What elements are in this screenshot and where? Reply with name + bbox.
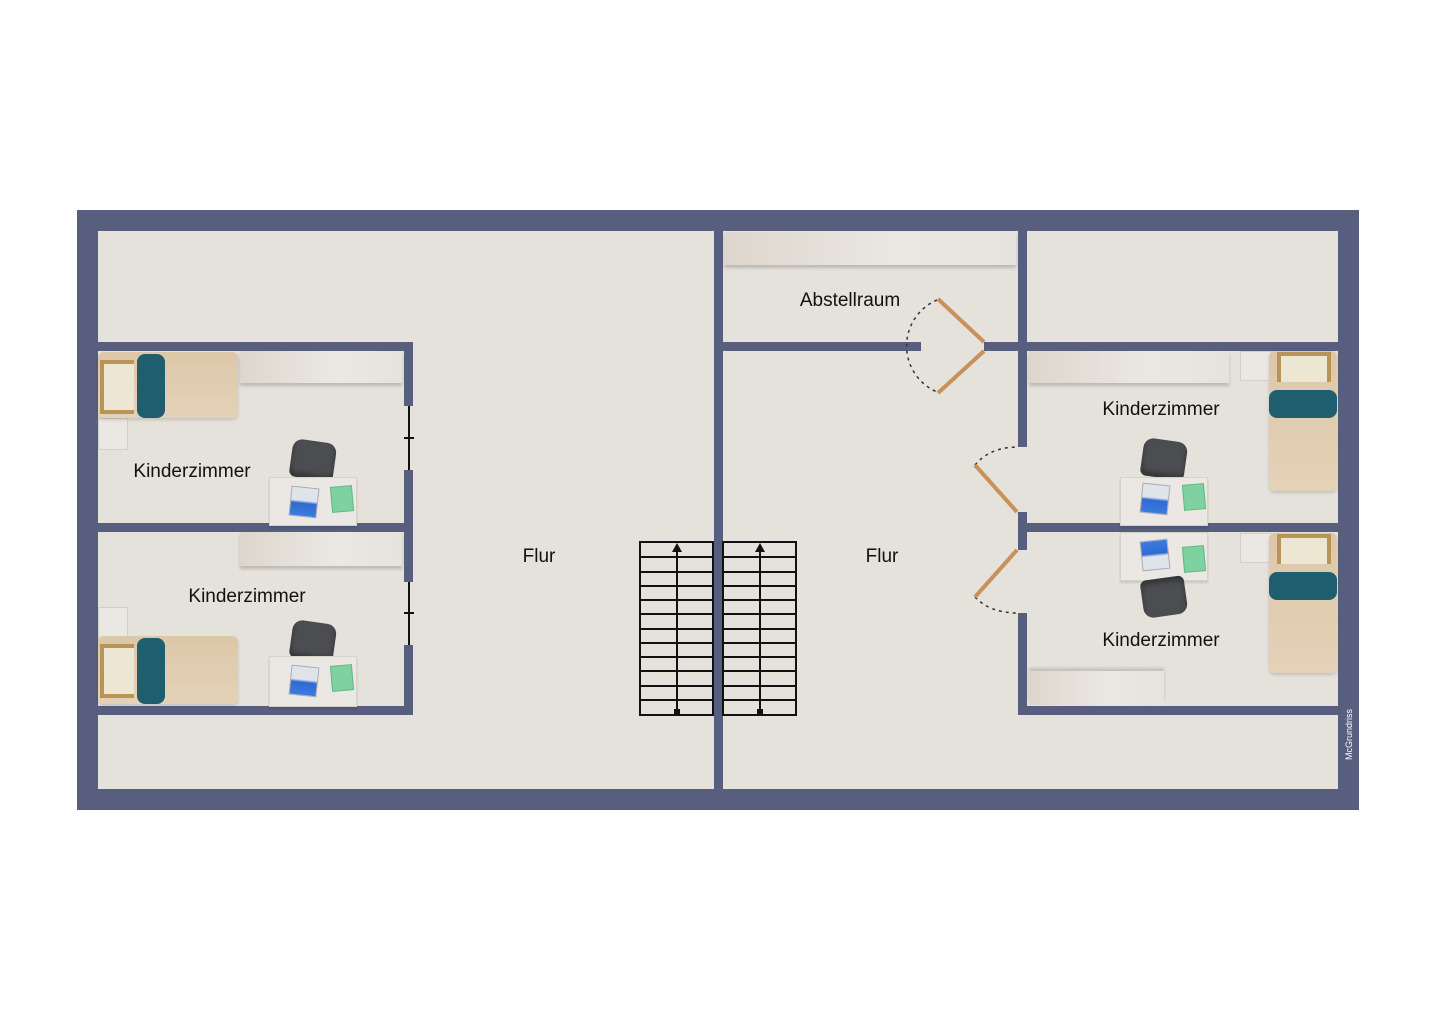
- wall-left-room-top: [98, 342, 413, 351]
- wall-left-room-right-1: [404, 342, 413, 406]
- room-label-kinderzimmer: Kinderzimmer: [1102, 630, 1220, 651]
- wardrobe: [1029, 671, 1164, 705]
- room-label-flur: Flur: [865, 546, 899, 567]
- office-chair: [1139, 437, 1189, 481]
- wall-left-room-mid: [98, 523, 413, 532]
- central-wall: [714, 231, 723, 789]
- nightstand: [1240, 533, 1272, 563]
- room-label-abstellraum: Abstellraum: [799, 290, 901, 311]
- sliding-door-tick: [404, 612, 414, 614]
- wall-abstellraum-bottom-2: [984, 342, 1338, 351]
- bed-pillow: [1269, 390, 1337, 418]
- office-chair: [1139, 575, 1189, 619]
- laptop: [1139, 482, 1171, 516]
- arrow-start-dot: [673, 709, 680, 715]
- bed-headboard: [1277, 534, 1331, 564]
- door-kinderzimmer-right-bottom[interactable]: [973, 548, 1019, 614]
- room-label-kinderzimmer: Kinderzimmer: [133, 461, 251, 482]
- bed-pillow: [137, 638, 165, 704]
- nightstand: [98, 418, 128, 450]
- stair-direction-arrow: [758, 547, 761, 710]
- arrow-start-dot: [756, 709, 763, 715]
- notebook: [1181, 545, 1207, 573]
- stair-direction-arrow: [675, 547, 678, 710]
- wall-left-room-bottom: [98, 706, 413, 715]
- arrow-head-icon: [754, 543, 765, 552]
- wall-right-rooms-left-3: [1018, 613, 1027, 715]
- bed-headboard: [1277, 352, 1331, 382]
- bed-headboard: [100, 644, 134, 698]
- wall-left-room-right-2: [404, 470, 413, 582]
- watermark: McGrundriss: [1344, 708, 1354, 760]
- room-label-flur: Flur: [522, 546, 556, 567]
- laptop: [1139, 538, 1171, 572]
- bed-pillow: [1269, 572, 1337, 600]
- wall-right-rooms-left-1: [1018, 342, 1027, 447]
- wall-left-room-right-3: [404, 645, 413, 715]
- sliding-door-tick: [404, 437, 414, 439]
- notebook: [1181, 483, 1207, 511]
- door-kinderzimmer-right-top[interactable]: [973, 446, 1019, 514]
- arrow-head-icon: [671, 543, 682, 552]
- wardrobe: [240, 351, 402, 383]
- room-label-kinderzimmer: Kinderzimmer: [1102, 399, 1220, 420]
- wardrobe: [240, 532, 402, 566]
- wardrobe: [1029, 351, 1229, 383]
- staircase: [639, 541, 714, 716]
- bed-headboard: [100, 360, 134, 414]
- wall-right-rooms-bottom: [1018, 706, 1338, 715]
- bed-pillow: [137, 354, 165, 418]
- room-label-kinderzimmer: Kinderzimmer: [188, 586, 306, 607]
- wall-right-rooms-mid: [1018, 523, 1338, 532]
- wall-abstellraum-right: [1018, 231, 1027, 351]
- door-abstellraum[interactable]: [905, 297, 986, 395]
- shelf: [724, 232, 1016, 265]
- staircase: [722, 541, 797, 716]
- wall-abstellraum-bottom-1: [723, 342, 921, 351]
- nightstand: [1240, 351, 1272, 381]
